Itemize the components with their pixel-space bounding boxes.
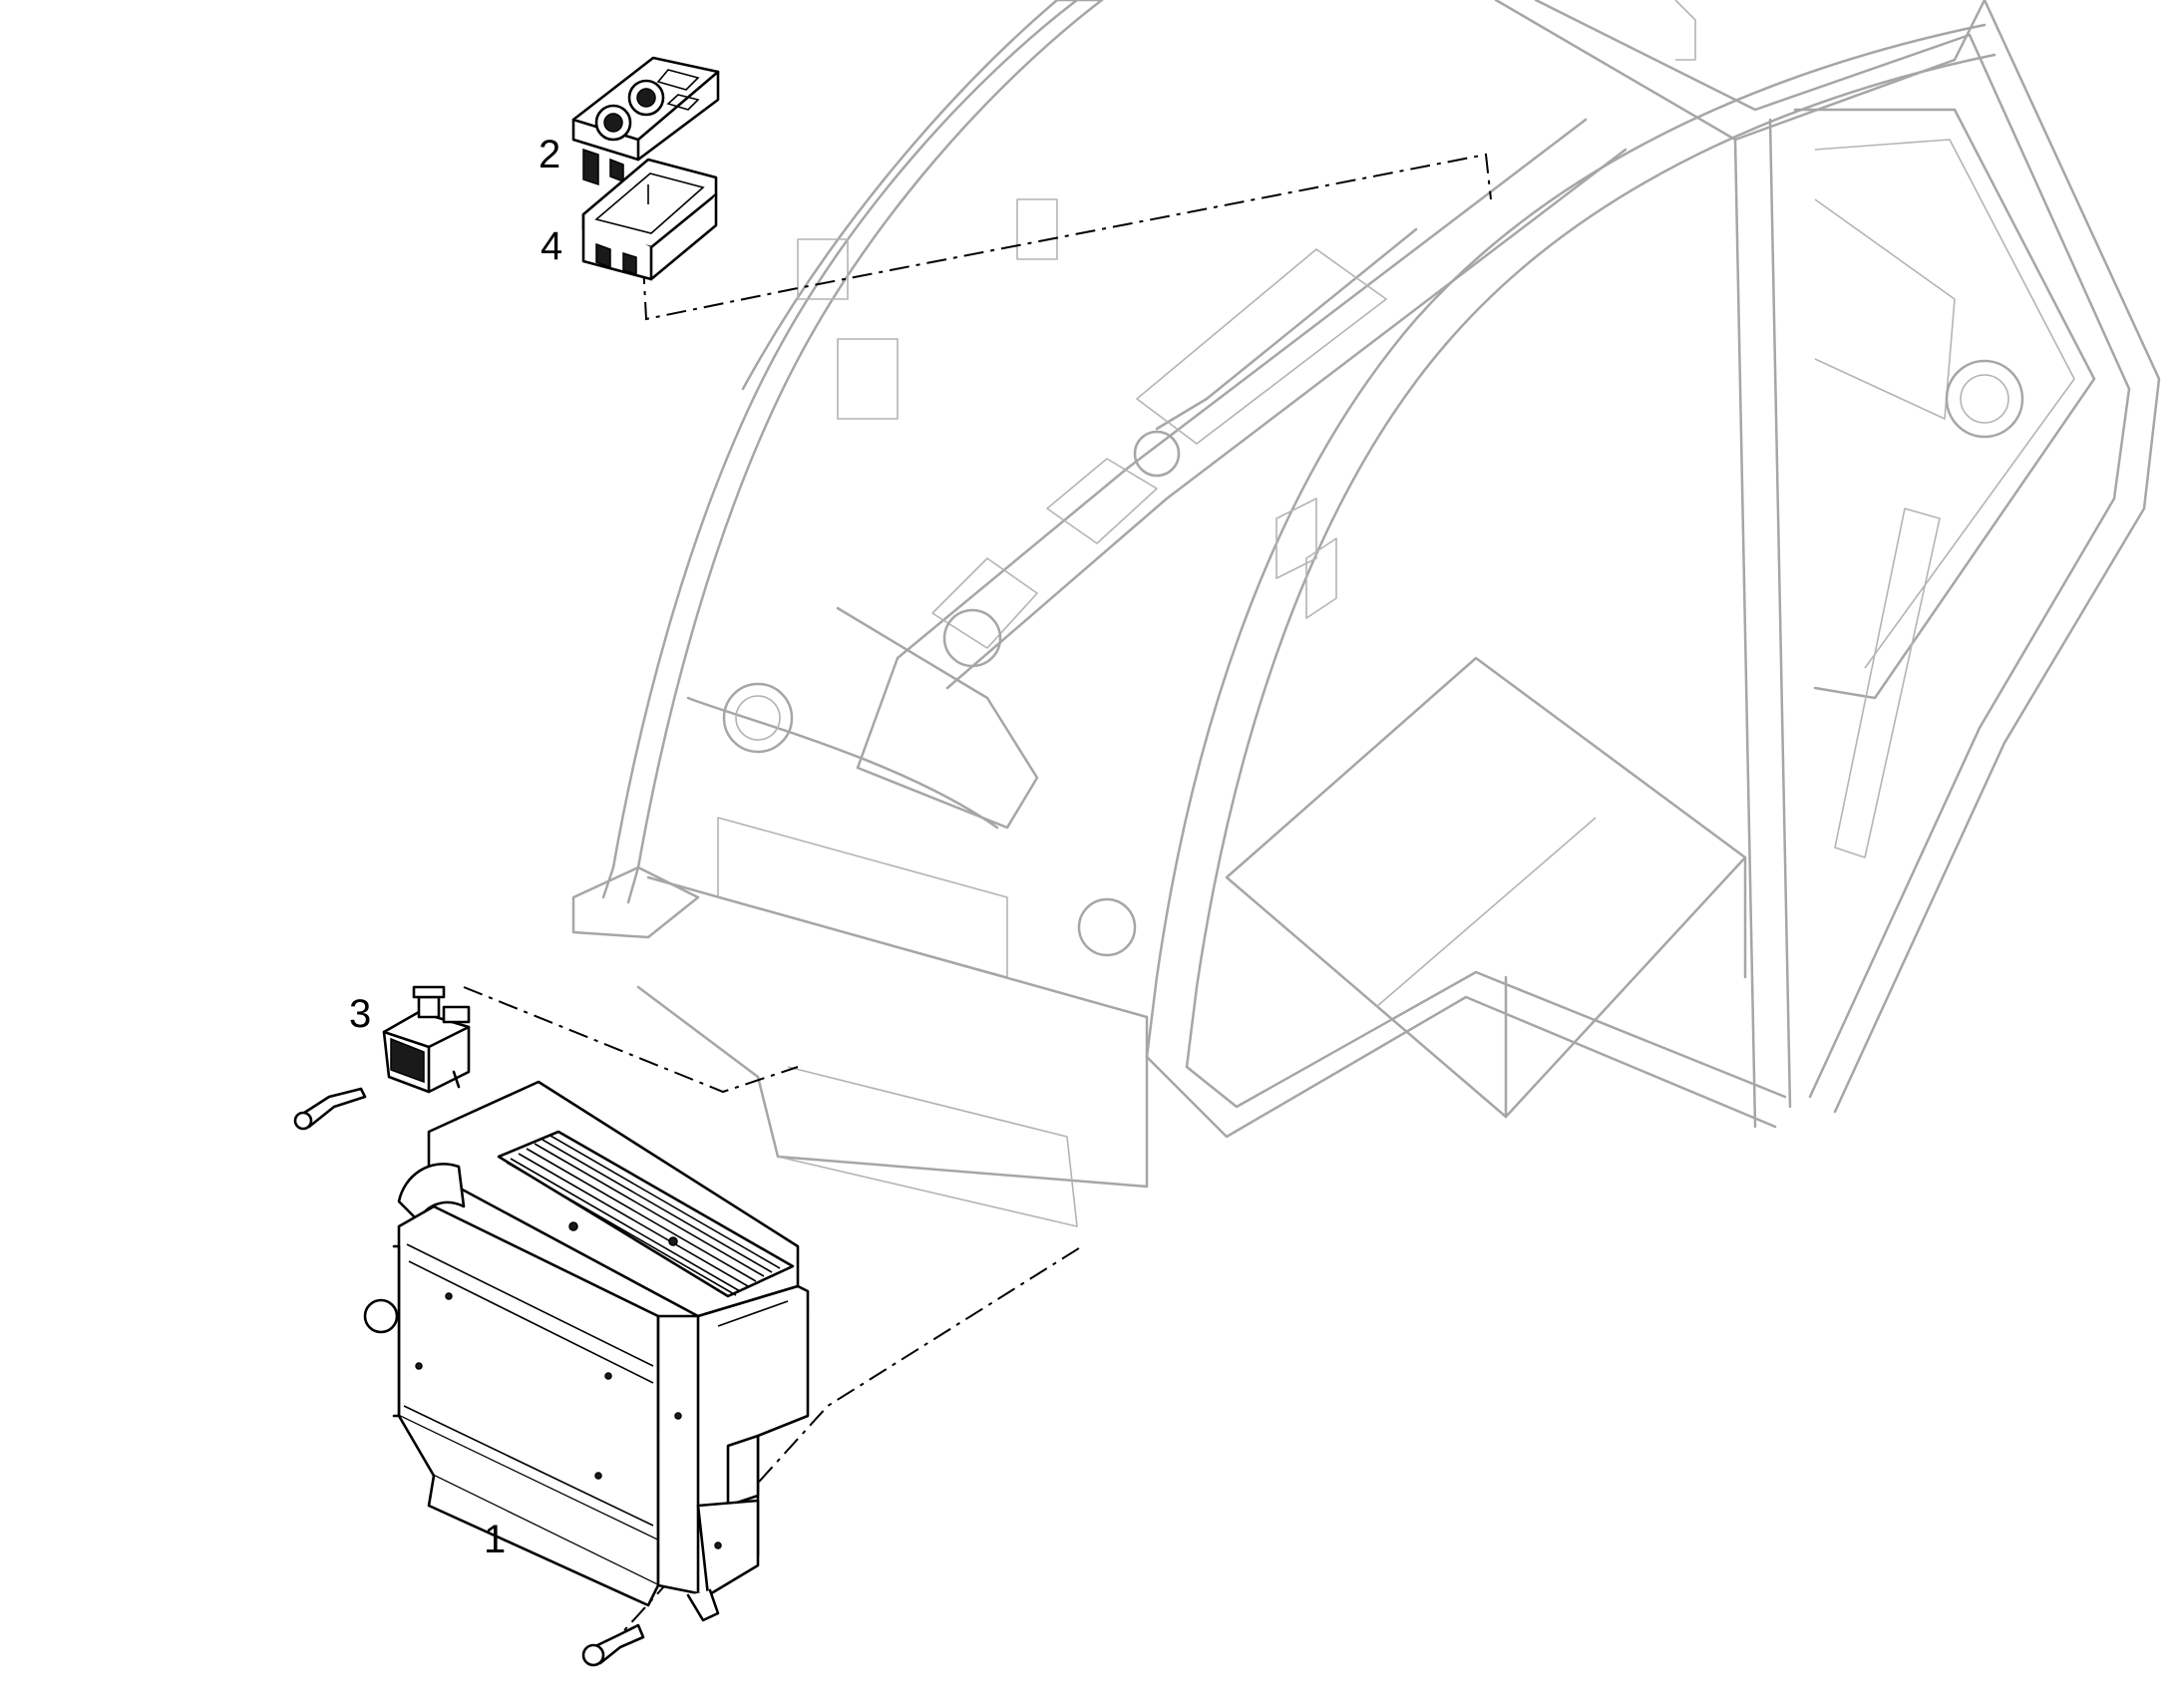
callout-3: 3	[349, 992, 371, 1036]
callout-4: 4	[541, 224, 562, 268]
cab-frame	[571, 0, 2161, 1227]
panel-frame-part	[581, 158, 718, 281]
callout-2: 2	[539, 133, 560, 176]
heater-unit-part	[363, 1080, 810, 1667]
rivets	[415, 1221, 722, 1549]
radiator-fins	[506, 1135, 781, 1296]
callout-labels: 1 2 3 4	[349, 133, 562, 1561]
callout-1: 1	[484, 1518, 506, 1561]
valve-part	[293, 985, 471, 1131]
control-panel-part	[571, 56, 720, 186]
